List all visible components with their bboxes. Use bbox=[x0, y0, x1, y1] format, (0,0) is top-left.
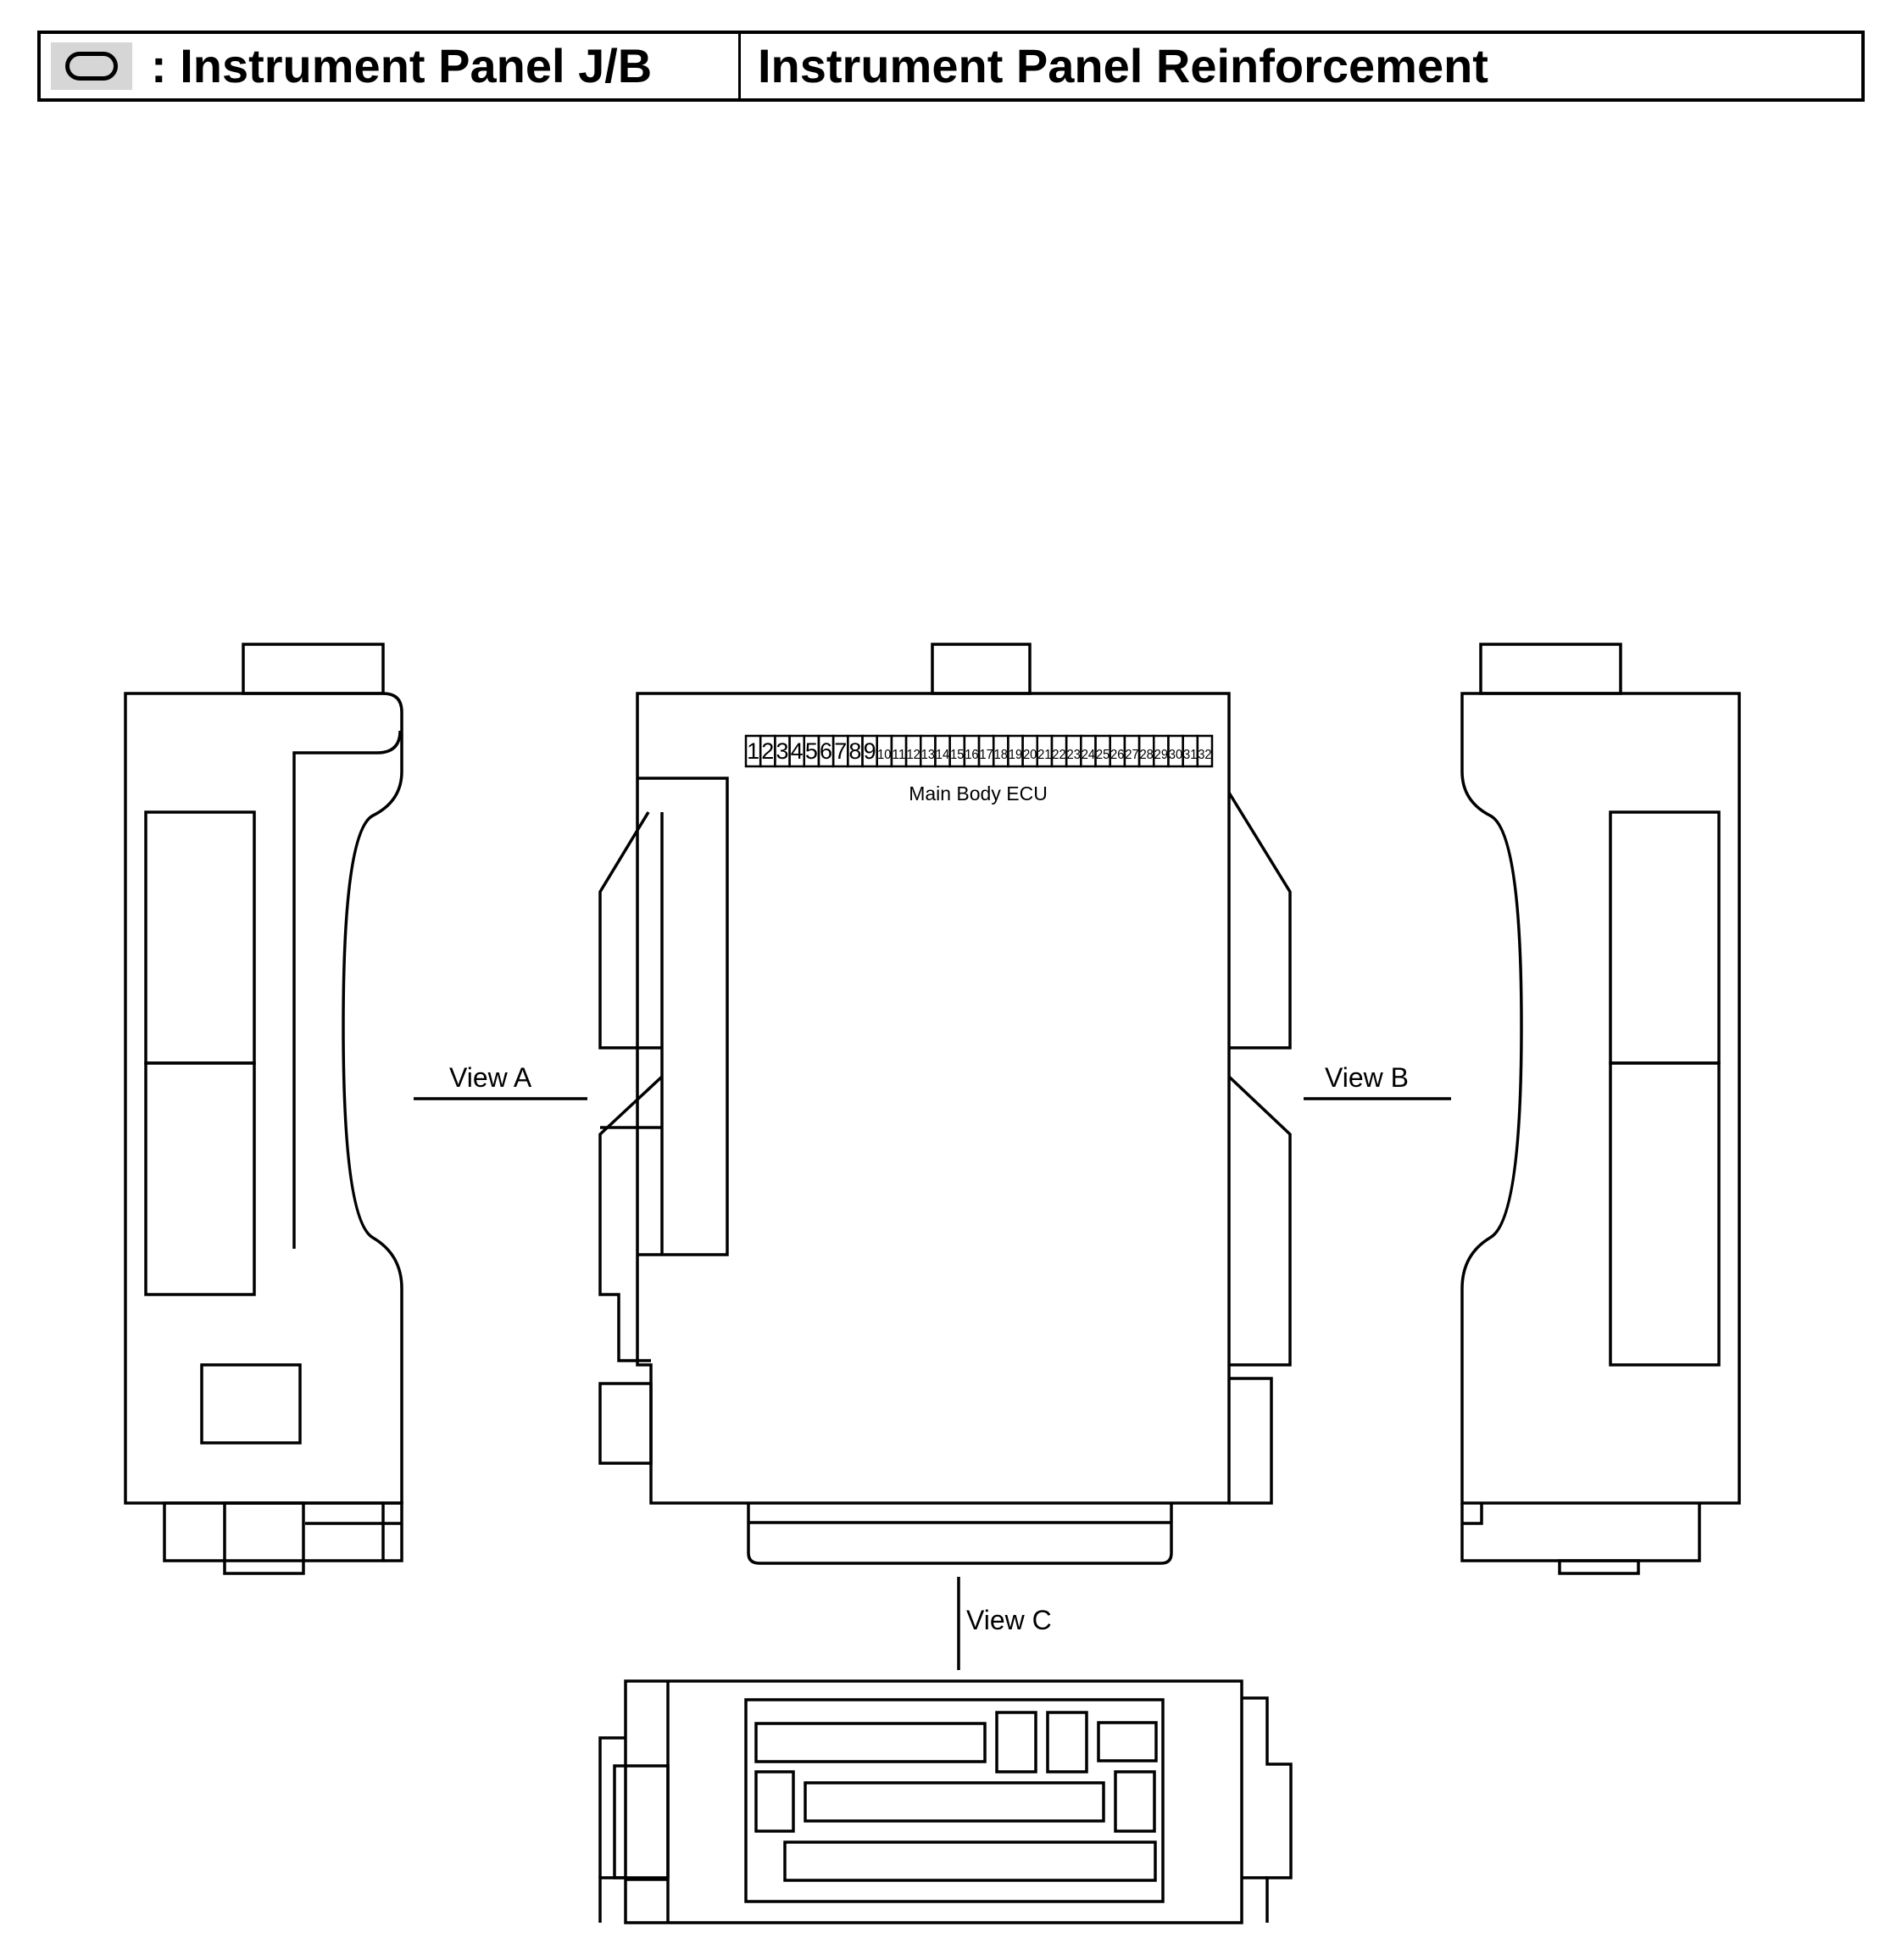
front-left-plate bbox=[637, 777, 729, 1256]
front-main-body bbox=[636, 692, 1231, 1505]
bottom-view bbox=[598, 1679, 1293, 1924]
pin-number: 3 bbox=[776, 738, 788, 764]
left-window-upper bbox=[144, 810, 256, 1065]
pin-number: 31 bbox=[1183, 748, 1197, 762]
pin-number: 20 bbox=[1023, 748, 1037, 762]
pin-number: 28 bbox=[1140, 748, 1154, 762]
front-right-wedge-upper bbox=[1227, 792, 1292, 1050]
front-left-wedge-lower bbox=[598, 1075, 664, 1362]
bottom-left-block bbox=[613, 1764, 670, 1879]
front-right-flange bbox=[1229, 1377, 1273, 1505]
left-foot-step bbox=[383, 1501, 403, 1562]
pin-number: 18 bbox=[994, 748, 1008, 762]
pin-number: 15 bbox=[950, 748, 964, 762]
bottom-slot-top-b bbox=[1046, 1711, 1088, 1773]
pin-number: 25 bbox=[1096, 748, 1110, 762]
pin-number: 24 bbox=[1082, 748, 1095, 762]
pin-number: 29 bbox=[1154, 748, 1168, 762]
side-view-right bbox=[1460, 643, 1741, 1575]
right-side-body bbox=[1460, 692, 1741, 1505]
pin-number: 14 bbox=[936, 748, 949, 762]
front-left-wedge-upper bbox=[598, 811, 662, 1050]
view-b-label: View B bbox=[1325, 1062, 1409, 1093]
pin-number: 22 bbox=[1052, 748, 1065, 762]
left-bottom-stub bbox=[223, 1501, 305, 1575]
pin-number: 30 bbox=[1169, 748, 1182, 762]
side-view-left bbox=[124, 643, 403, 1575]
component-name: Main Body ECU bbox=[909, 782, 1048, 805]
front-top-tab bbox=[931, 643, 1032, 695]
left-inner-rail bbox=[292, 730, 402, 1249]
bottom-left-foot bbox=[598, 1876, 668, 1923]
bottom-slot-mid-right bbox=[1114, 1770, 1156, 1833]
pin-number: 8 bbox=[848, 738, 861, 764]
location-label: : Instrument Panel J/B bbox=[151, 39, 653, 92]
left-small-window bbox=[200, 1363, 302, 1445]
header-bar: : Instrument Panel J/B Instrument Panel … bbox=[37, 31, 1865, 102]
header-location-cell: : Instrument Panel J/B bbox=[41, 34, 741, 98]
bottom-right-flange bbox=[1242, 1696, 1293, 1923]
pin-number: 1 bbox=[747, 738, 759, 764]
view-labels: View A View B View C bbox=[414, 1062, 1451, 1670]
pin-cell bbox=[1196, 734, 1214, 768]
front-left-connector bbox=[598, 1382, 653, 1465]
header-mounting-cell: Instrument Panel Reinforcement bbox=[741, 34, 1861, 98]
bottom-outer-body bbox=[624, 1679, 1243, 1924]
pin-number: 9 bbox=[864, 738, 876, 764]
mounting-label: Instrument Panel Reinforcement bbox=[758, 39, 1488, 92]
left-bottom-foot bbox=[163, 1501, 385, 1562]
oval-shape bbox=[65, 52, 118, 81]
bottom-slot-mid-left bbox=[754, 1770, 795, 1833]
left-top-tab bbox=[242, 643, 385, 695]
pin-number: 7 bbox=[834, 738, 847, 764]
view-a-label: View A bbox=[449, 1062, 532, 1093]
oval-icon bbox=[51, 42, 132, 90]
bottom-slot-mid-long bbox=[804, 1781, 1105, 1823]
bottom-left-flange bbox=[598, 1736, 626, 1878]
bottom-connector-housing bbox=[744, 1698, 1165, 1903]
front-bottom-tray bbox=[747, 1503, 1173, 1565]
pin-number: 12 bbox=[907, 748, 920, 762]
left-side-body bbox=[124, 692, 403, 1505]
pin-number: 23 bbox=[1067, 748, 1081, 762]
pin-number: 11 bbox=[892, 748, 905, 762]
right-top-tab bbox=[1479, 643, 1622, 695]
pin-number: 32 bbox=[1198, 748, 1211, 762]
pin-number: 19 bbox=[1009, 748, 1022, 762]
pin-number: 13 bbox=[921, 748, 935, 762]
pin-number: 4 bbox=[791, 738, 804, 764]
pin-number: 6 bbox=[820, 738, 832, 764]
bottom-slot-top-long bbox=[754, 1722, 987, 1763]
bottom-slot-bottom-long bbox=[783, 1840, 1157, 1882]
right-bottom-stub bbox=[1558, 1559, 1640, 1575]
pin-number: 21 bbox=[1037, 748, 1051, 762]
pin-number: 16 bbox=[965, 748, 978, 762]
pin-number: 2 bbox=[761, 738, 774, 764]
bottom-slot-top-c bbox=[1097, 1721, 1158, 1762]
pin-number: 17 bbox=[979, 748, 993, 762]
right-window-upper bbox=[1609, 810, 1721, 1065]
pin-number: 26 bbox=[1110, 748, 1124, 762]
front-right-wedge-lower bbox=[1227, 1075, 1292, 1367]
right-bottom-foot bbox=[1460, 1503, 1701, 1562]
bottom-slot-top-a bbox=[995, 1711, 1037, 1773]
pin-number: 10 bbox=[877, 748, 891, 762]
left-window-lower bbox=[144, 1061, 256, 1296]
pin-number: 27 bbox=[1125, 748, 1138, 762]
view-c-label: View C bbox=[966, 1605, 1052, 1635]
pin-number: 5 bbox=[805, 738, 818, 764]
right-window-lower bbox=[1609, 1061, 1721, 1367]
